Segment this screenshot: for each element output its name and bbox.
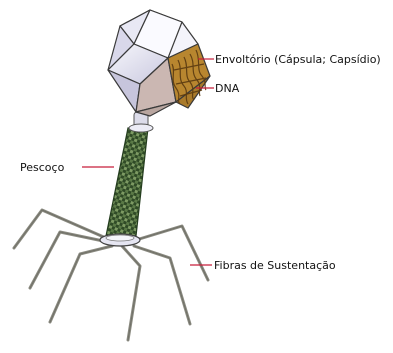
label-envelope: Envoltório (Cápsula; Capsídio) xyxy=(215,53,381,66)
label-neck: Pescoço xyxy=(20,161,65,174)
tail-fiber-center xyxy=(122,246,140,340)
tail-fiber-right-1 xyxy=(134,246,190,324)
capsid xyxy=(108,10,210,116)
label-dna: DNA xyxy=(215,82,240,95)
tail-sheath xyxy=(106,128,148,236)
tail-fiber-left-3 xyxy=(50,246,112,322)
label-fibers: Fibras de Sustentação xyxy=(214,259,336,272)
baseplate xyxy=(100,234,140,246)
tail-fiber-right-2 xyxy=(136,226,208,280)
